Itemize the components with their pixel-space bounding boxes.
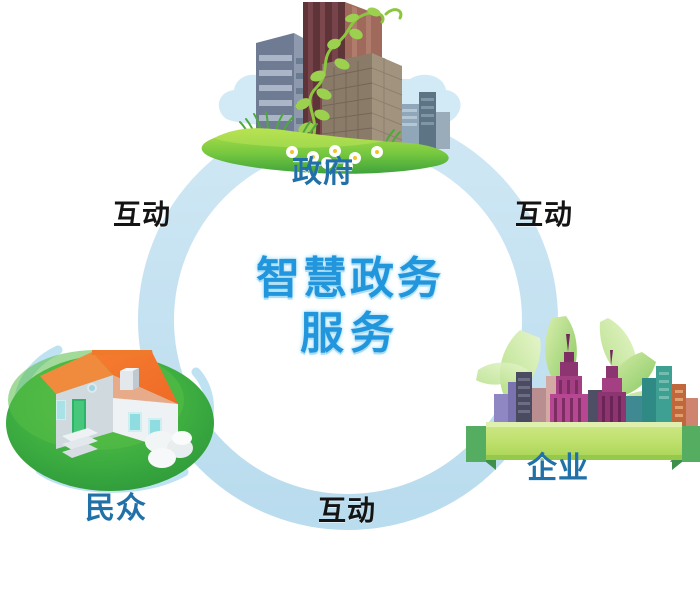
- edge-label-top-right: 互动: [515, 199, 574, 230]
- center-title: 智慧政务 服务: [200, 252, 500, 361]
- vine-leaves-icon: [295, 7, 381, 134]
- node-label-citizens: 民众: [85, 492, 147, 525]
- distant-towers-icon: [400, 92, 450, 149]
- daisies-icon: [286, 145, 383, 171]
- stones-icon: [145, 431, 193, 468]
- edge-label-top-left: 互动: [113, 199, 172, 230]
- edge-label-bottom: 互动: [318, 495, 377, 526]
- node-label-government: 政府: [292, 156, 354, 189]
- node-enterprise-illustration: [466, 316, 700, 470]
- ribbon-banner: [466, 422, 700, 470]
- skyline-icon: [494, 334, 698, 430]
- node-citizens-illustration: [6, 345, 214, 493]
- node-label-enterprise: 企业: [527, 452, 589, 485]
- node-government-illustration: [201, 2, 461, 174]
- center-title-line-1: 智慧政务: [256, 254, 444, 303]
- center-title-line-2: 服务: [300, 308, 400, 358]
